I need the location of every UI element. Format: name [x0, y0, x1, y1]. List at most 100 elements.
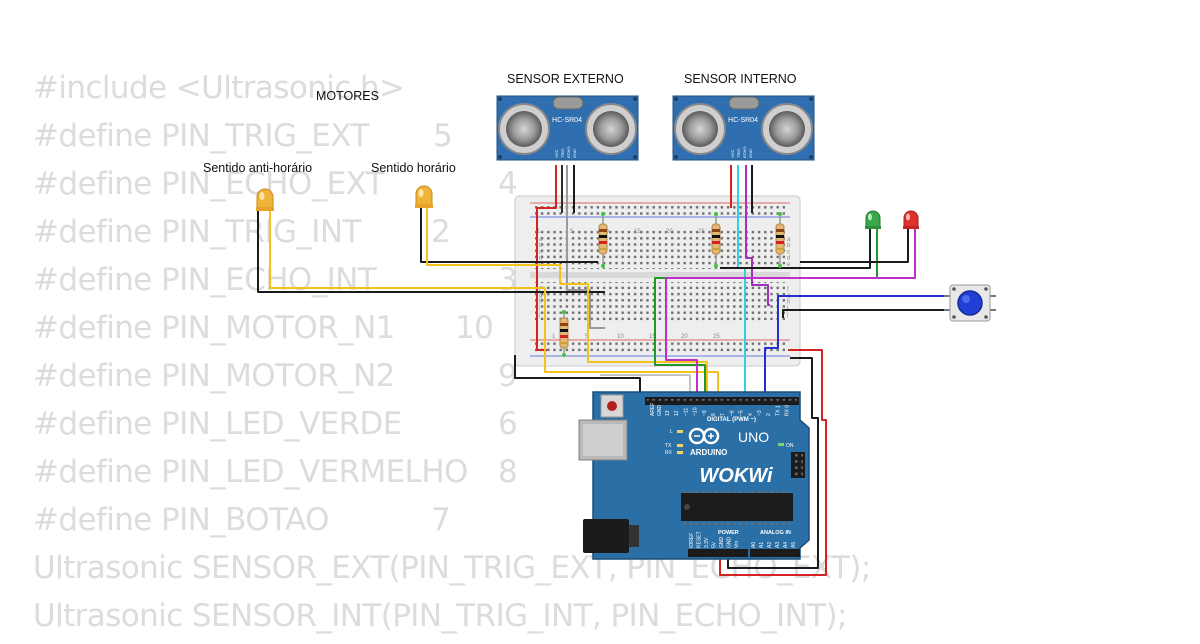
- analog-pin-label: A3: [775, 542, 781, 548]
- digital-pin-label: 7: [720, 413, 726, 416]
- sensor-ext-model: HC-SR04: [552, 117, 582, 124]
- digital-label: DIGITAL (PWM ~): [707, 417, 756, 423]
- digital-pin-label: ~10: [693, 407, 699, 416]
- power-pin-label: Vin: [734, 541, 740, 548]
- resistor-4: [559, 310, 569, 357]
- wire-motor-cw-signal: [426, 207, 708, 395]
- code-line-value: 2: [431, 214, 451, 250]
- wire-ext-vcc: [536, 165, 557, 351]
- breadboard-row-letter: a: [539, 237, 543, 243]
- power-header: [688, 549, 748, 557]
- wire-gnd: [727, 357, 819, 569]
- button-cap: [957, 290, 983, 316]
- code-line-value: 10: [455, 310, 494, 346]
- analog-pin-label: A5: [791, 542, 797, 548]
- digital-pin-label: ~3: [757, 410, 763, 416]
- digital-pin-label: ~5: [739, 410, 745, 416]
- digital-pin-label: 4: [748, 413, 754, 416]
- led-motor-horario: [415, 185, 433, 208]
- push-button[interactable]: [944, 284, 996, 322]
- breadboard-column-number: 15: [649, 334, 656, 340]
- led-motor-anti-horario: [256, 188, 274, 211]
- resistors: [559, 212, 785, 357]
- digital-pin-label: ~11: [683, 408, 689, 416]
- breadboard-row-letter: b: [539, 243, 543, 249]
- code-line: #define PIN_TRIG_INT 2: [33, 212, 871, 260]
- code-line-text: #define PIN_LED_VERDE: [33, 406, 402, 442]
- power-pin-label: IOREF: [689, 533, 695, 548]
- arduino-logo: [688, 427, 720, 445]
- power-pin-label: GND: [727, 537, 733, 549]
- wire-gnd-2: [514, 355, 641, 395]
- wire-led-red-signal: [665, 228, 916, 330]
- breadboard-row-letter: c: [787, 249, 790, 255]
- analog-pin-label: A4: [783, 542, 789, 548]
- led-vermelho: [903, 210, 919, 229]
- sensor-pin-label: TRIG: [736, 148, 741, 158]
- breadboard-row-letter: d: [787, 256, 790, 262]
- power-label: POWER: [718, 530, 739, 536]
- arduino-brand: ARDUINO: [690, 448, 727, 457]
- code-line-text: #define PIN_TRIG_EXT: [33, 118, 369, 154]
- code-line-value: 6: [498, 406, 518, 442]
- breadboard-column-number: 25: [698, 229, 705, 235]
- led-verde: [865, 210, 881, 229]
- breadboard-column-number: 1: [537, 229, 541, 235]
- code-line-value: 9: [498, 358, 518, 394]
- sensor-pin-label: ECHO: [742, 146, 747, 158]
- breadboard-column-number: 25: [713, 334, 720, 340]
- aref-label: AREF: [650, 403, 656, 416]
- breadboard-column-number: 10: [617, 334, 624, 340]
- wire-motor-ccw-signal: [269, 210, 719, 395]
- breadboard-column-number: 1: [552, 334, 556, 340]
- sensor-pin-label: VCC: [730, 149, 735, 158]
- analog-pin-label: A2: [767, 542, 773, 548]
- power-pin-label: GND: [719, 537, 725, 549]
- label-motores: MOTORES: [316, 89, 379, 103]
- arduino-maker: WOKWi: [699, 465, 773, 487]
- analog-pin-label: A1: [759, 542, 765, 548]
- resistor-3: [775, 212, 785, 268]
- wire-ext-echo: [566, 165, 605, 329]
- sensor-pin-label: VCC: [554, 149, 559, 158]
- label-sensor-interno: SENSOR INTERNO: [684, 72, 797, 86]
- breadboard-row-letter: i: [787, 306, 788, 312]
- code-line-text: #define PIN_MOTOR_N1: [33, 310, 395, 346]
- power-pin-label: 5V: [712, 541, 718, 548]
- code-line-text: Ultrasonic SENSOR_INT(PIN_TRIG_INT, PIN_…: [33, 598, 847, 634]
- code-line-text: #define PIN_TRIG_INT: [33, 214, 361, 250]
- arduino-uno: UNO ARDUINO WOKWi DIGITAL (PWM ~) POWER …: [578, 391, 810, 560]
- digital-pin-label: 8: [711, 413, 717, 416]
- breadboard-row-letter: d: [539, 256, 542, 262]
- wire-button-signal: [764, 295, 944, 395]
- digital-pin-label: 13: [665, 410, 671, 416]
- power-pin-label: RESET: [697, 531, 703, 548]
- code-listing: #include <Ultrasonic.h> #define PIN_TRIG_…: [33, 68, 871, 644]
- wire-int-echo: [745, 165, 770, 306]
- wire-5v: [719, 349, 827, 576]
- sensor-pin-label: TRIG: [560, 148, 565, 158]
- breadboard-row-letter: b: [787, 243, 791, 249]
- breadboard-row-letter: j: [538, 312, 540, 318]
- breadboard-column-number: 20: [681, 334, 688, 340]
- code-line-text: #include <Ultrasonic.h>: [33, 70, 405, 106]
- analog-header: [750, 549, 800, 557]
- breadboard-row-letter: h: [787, 299, 790, 305]
- breadboard-row-letter: g: [539, 293, 542, 299]
- code-line: #define PIN_LED_VERDE 6: [33, 404, 871, 452]
- code-line: #include <Ultrasonic.h>: [33, 68, 871, 116]
- label-sentido-anti-horario: Sentido anti-horário: [203, 161, 312, 175]
- analog-label: ANALOG IN: [760, 530, 791, 536]
- l-label: L: [670, 429, 673, 435]
- breadboard-row-letter: f: [539, 287, 541, 293]
- rx-label: RX: [665, 450, 673, 456]
- tx-label: TX: [665, 443, 672, 449]
